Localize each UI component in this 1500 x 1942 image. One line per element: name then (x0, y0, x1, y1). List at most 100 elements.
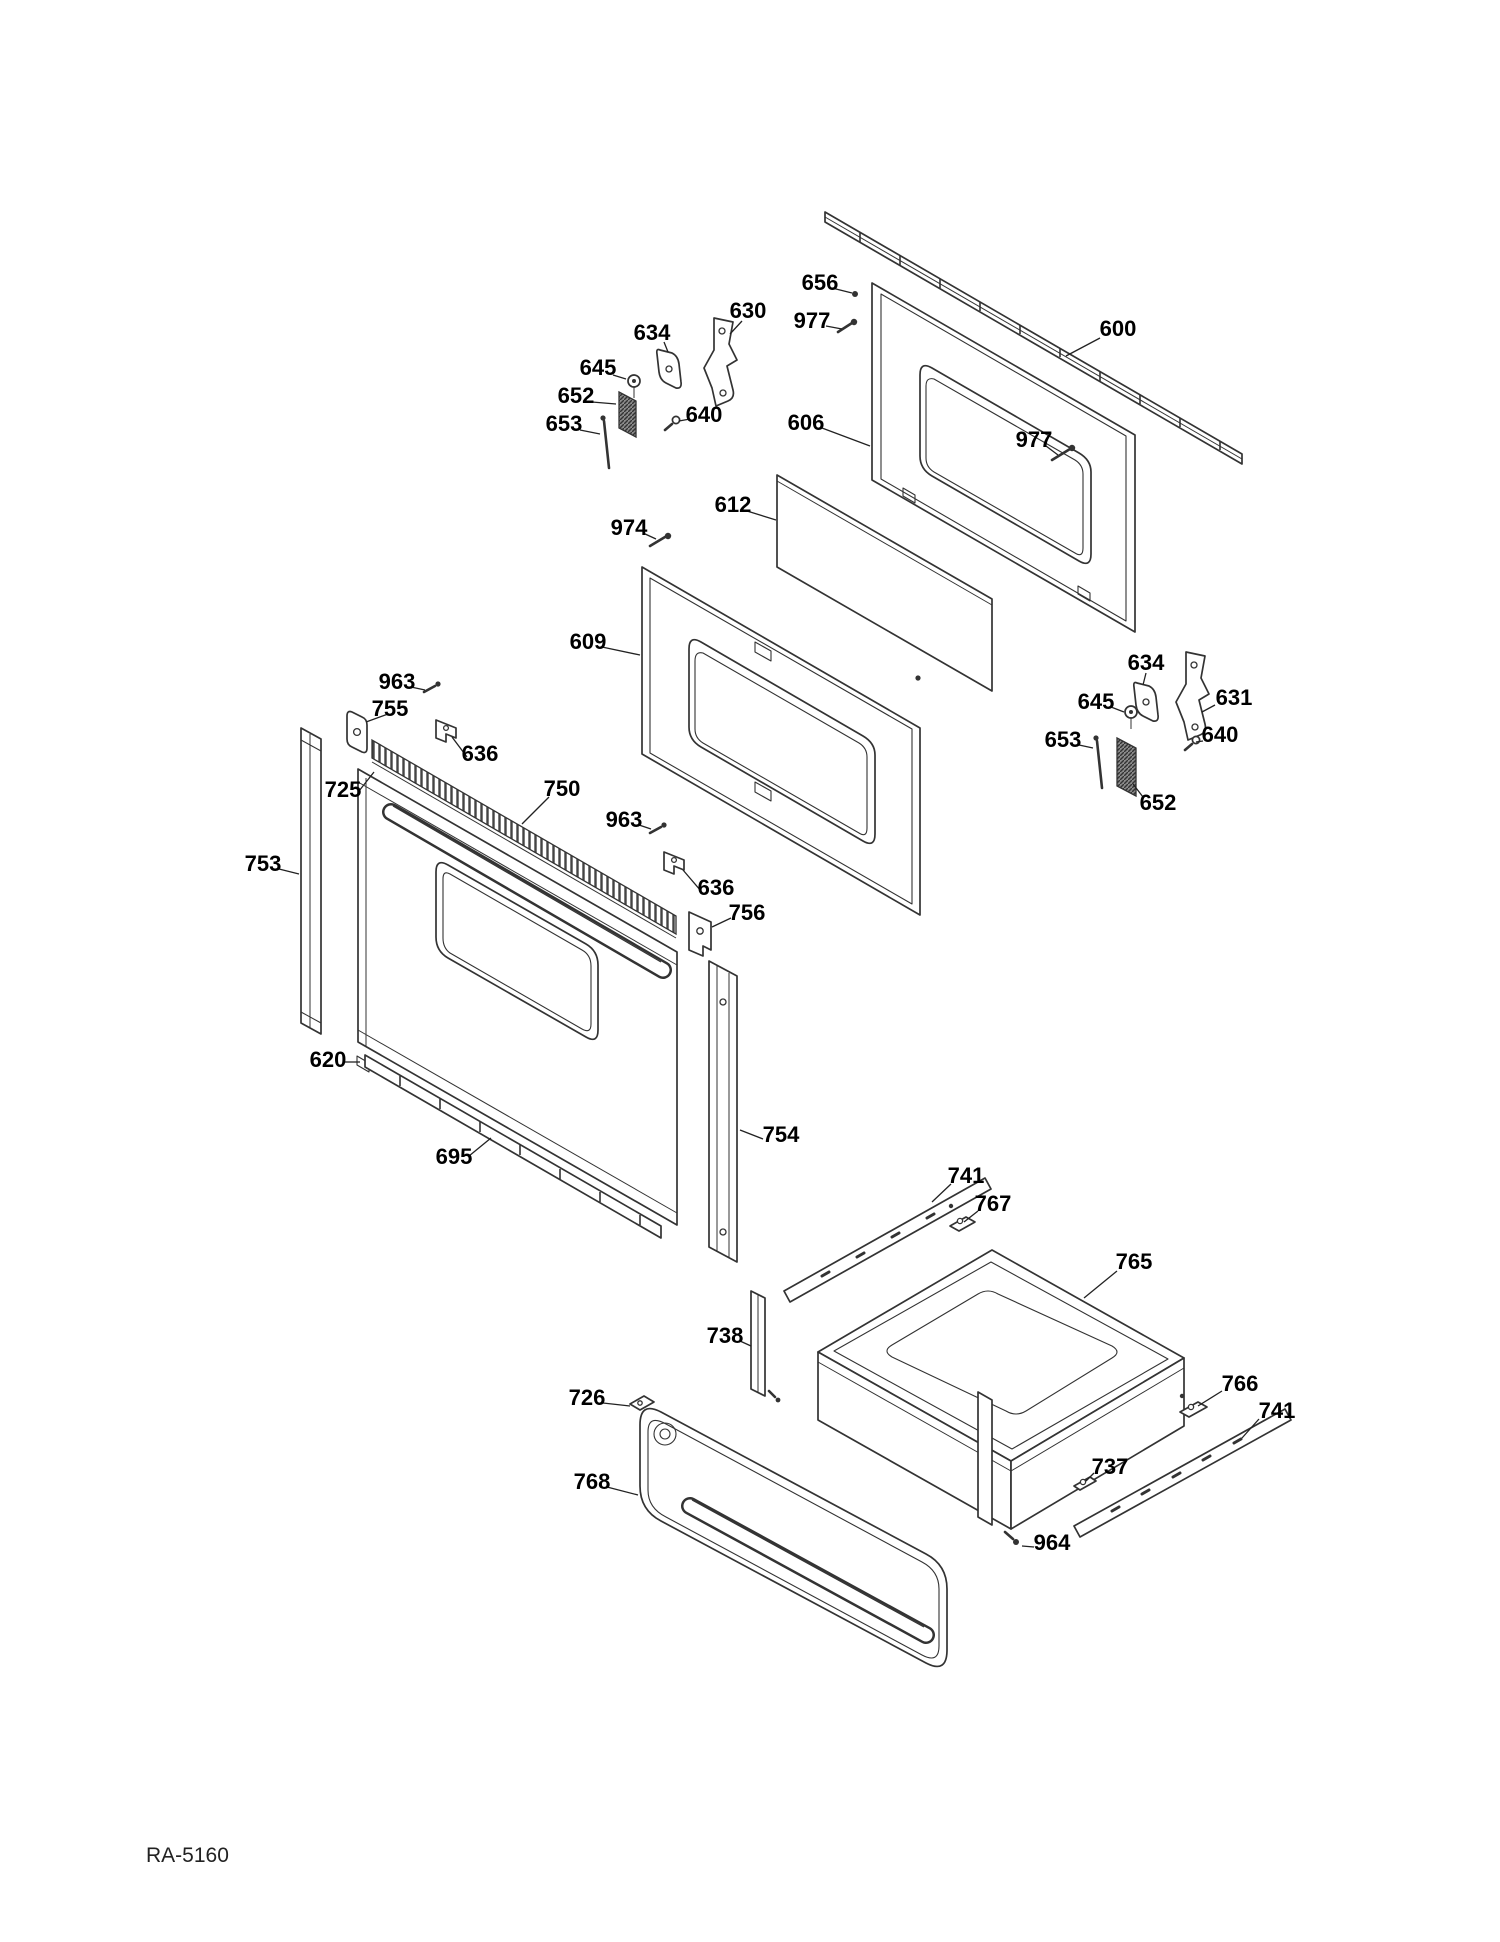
part-label-695: 695 (436, 1144, 473, 1169)
part-612-glass-panel (776, 474, 993, 692)
part-label-620: 620 (310, 1047, 347, 1072)
part-label-738: 738 (707, 1323, 744, 1348)
part-label-600: 600 (1100, 316, 1137, 341)
part-label-964: 964 (1034, 1530, 1071, 1555)
part-977b-screw (1050, 444, 1076, 462)
part-label-963a: 963 (379, 669, 416, 694)
door-frame-window (919, 364, 1092, 565)
drawer-rim-inner (833, 1261, 1169, 1450)
inner-panel-window (688, 638, 876, 845)
part-label-974: 974 (611, 515, 648, 540)
part-767-clip (948, 1203, 976, 1232)
part-label-652a: 652 (558, 383, 595, 408)
inner-panel-tab-top (754, 641, 772, 662)
part-label-653b: 653 (1045, 727, 1082, 752)
part-label-634b: 634 (1128, 650, 1165, 675)
part-label-645a: 645 (580, 355, 617, 380)
part-652a-friction-pad (618, 390, 637, 439)
part-label-636b: 636 (698, 875, 735, 900)
door-frame-window-inner (925, 378, 1084, 556)
part-645a-hinge-roller (627, 374, 641, 398)
part-label-653a: 653 (546, 411, 583, 436)
part-label-725: 725 (325, 777, 362, 802)
part-738-support-strip (750, 1290, 781, 1403)
part-766-clip (1179, 1393, 1208, 1418)
part-737-clip (1073, 1476, 1097, 1491)
part-label-630: 630 (730, 298, 767, 323)
part-656-screw (852, 291, 858, 297)
part-634b-hinge-bracket (1132, 681, 1159, 722)
part-label-737: 737 (1092, 1454, 1129, 1479)
glass-corner-clip (915, 675, 921, 681)
part-640a-screw (663, 415, 681, 432)
glass-top-inner-line (776, 480, 993, 606)
part-label-645b: 645 (1078, 689, 1115, 714)
part-label-609: 609 (570, 629, 607, 654)
glass-panel-outline (776, 474, 993, 692)
part-label-754: 754 (763, 1122, 800, 1147)
part-label-634a: 634 (634, 320, 671, 345)
part-label-768: 768 (574, 1469, 611, 1494)
part-653a-hinge-rod (600, 415, 611, 470)
part-977a-screw (836, 318, 858, 334)
part-606-door-frame (871, 282, 1136, 633)
part-636b-bracket (663, 851, 685, 875)
part-636a-bracket (435, 719, 457, 743)
drawer-handle (681, 1497, 935, 1644)
outer-door-bottom-line (357, 1029, 678, 1214)
part-label-766: 766 (1222, 1371, 1259, 1396)
part-620-outer-door-panel (357, 768, 678, 1226)
trim-rail-ticks (859, 233, 1221, 450)
part-label-750: 750 (544, 776, 581, 801)
part-label-753: 753 (245, 851, 282, 876)
part-653b-hinge-rod (1093, 735, 1104, 790)
part-label-652b: 652 (1140, 790, 1177, 815)
bottom-trim-ticks (399, 1076, 641, 1225)
part-609-inner-door-panel (641, 566, 921, 916)
part-652b-friction-pad (1116, 736, 1137, 798)
part-964-screw (1003, 1530, 1019, 1545)
part-label-756: 756 (729, 900, 766, 925)
part-765-drawer-body (817, 1249, 1185, 1530)
part-label-640a: 640 (686, 402, 723, 427)
drawer-wall-right-line (1010, 1367, 1185, 1472)
part-label-636a: 636 (462, 741, 499, 766)
part-label-767: 767 (975, 1191, 1012, 1216)
outer-door-window-inner (442, 872, 592, 1032)
inner-panel-window-inner (694, 652, 868, 836)
part-726-clip (629, 1395, 655, 1411)
door-frame-slot-left (902, 487, 916, 504)
diagram-code: RA-5160 (146, 1844, 229, 1867)
part-756-bracket (688, 911, 712, 957)
part-label-765: 765 (1116, 1249, 1153, 1274)
part-label-977b: 977 (1016, 427, 1053, 452)
part-label-963b: 963 (606, 807, 643, 832)
part-label-741a: 741 (948, 1163, 985, 1188)
part-label-640b: 640 (1202, 722, 1239, 747)
outer-door-window (435, 861, 599, 1041)
part-label-977a: 977 (794, 308, 831, 333)
rail-b-slots (1110, 1437, 1243, 1513)
part-695-bottom-door-trim (364, 1054, 662, 1239)
drawer-front-emblem-inner (659, 1428, 671, 1440)
outer-door-top-line (357, 781, 678, 966)
part-741a-drawer-rail (783, 1177, 992, 1303)
part-label-726: 726 (569, 1385, 606, 1410)
inner-panel-tab-bottom (754, 781, 772, 802)
part-label-631: 631 (1216, 685, 1253, 710)
door-frame-slot-right (1077, 585, 1091, 602)
door-handle (382, 803, 672, 979)
part-label-741b: 741 (1259, 1398, 1296, 1423)
part-754-right-side-trim (708, 960, 738, 1263)
drawer-wall-right (1010, 1357, 1185, 1530)
part-645b-hinge-roller (1124, 705, 1138, 729)
leader-lines (278, 287, 1260, 1548)
part-640b-screw (1183, 735, 1201, 752)
drawer-front-side-bracket (977, 1391, 993, 1526)
part-755-bracket (346, 710, 368, 754)
door-frame-inner-line (880, 293, 1127, 622)
part-750-vent-grille-strip (371, 738, 677, 939)
inner-panel-inner-line (649, 577, 913, 905)
part-label-606: 606 (788, 410, 825, 435)
